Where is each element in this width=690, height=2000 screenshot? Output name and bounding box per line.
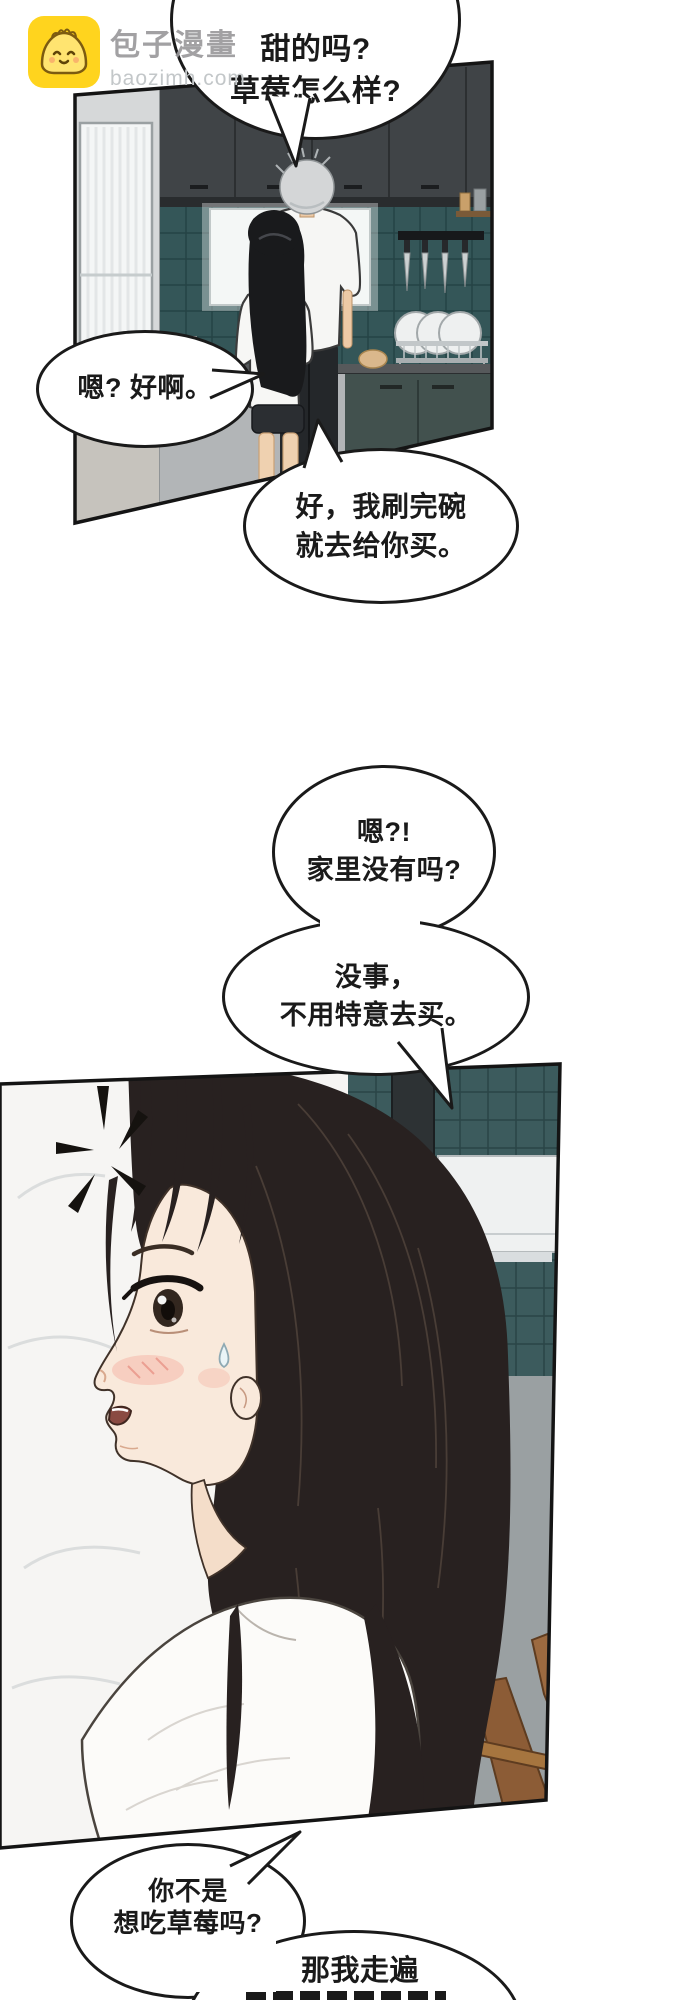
bubble-text-line: 甜的吗? — [260, 33, 371, 66]
bubble-text-line: 家里没有吗? — [306, 855, 462, 885]
face — [93, 1183, 262, 1487]
bubble-text-block: 你不是 想吃草莓吗? — [114, 1875, 263, 1940]
dish-rack — [394, 311, 488, 375]
speech-bubble-5: 没事， 不用特意去买。 — [222, 918, 530, 1076]
speech-bubble-2: 嗯? 好啊。 — [36, 330, 254, 448]
site-watermark: 包子漫畫 baozimh.com — [26, 14, 246, 91]
panel-closeup — [0, 1062, 562, 1850]
knife-rack — [398, 231, 484, 294]
closeup-scene — [0, 1064, 560, 1848]
pillow-bedding — [7, 1172, 141, 1690]
baozi-logo-icon — [28, 16, 100, 88]
bubble-text-line: 想吃草莓吗? — [113, 1908, 263, 1938]
bubble-text-line: 那我走遍 — [300, 1955, 419, 1987]
bubble-text-line: 你不是 — [148, 1875, 228, 1906]
watermark-brand: 包子漫畫 — [110, 29, 238, 62]
watermark-site: baozimh.com — [110, 67, 246, 90]
hair-bangs — [105, 1064, 254, 1352]
woman-figure — [234, 210, 314, 523]
sweat-drop — [218, 1341, 230, 1369]
blush — [112, 1355, 230, 1388]
speech-bubble-4: 嗯?! 家里没有吗? — [272, 765, 496, 939]
clipped-text-line — [246, 1991, 446, 2000]
neck — [190, 1478, 248, 1580]
bubble-text-line: 没事， — [334, 962, 418, 993]
bubble-text-line: 好，我刷完碗 — [295, 490, 467, 522]
bubble-text-line: 不用特意去买。 — [279, 1000, 473, 1030]
bubble-text-line: 嗯?! — [357, 817, 411, 848]
speech-bubble-3: 好，我刷完碗 就去给你买。 — [243, 448, 519, 604]
spice-shelf — [456, 188, 492, 217]
bubble-text-line: 草莓怎么样? — [229, 75, 402, 108]
bubble-text-line: 嗯? 好啊。 — [77, 373, 213, 404]
bubble-text-line: 就去给你买。 — [295, 530, 467, 561]
shock-mark — [56, 1086, 148, 1213]
eyebrow — [131, 1244, 195, 1257]
hair-strands — [226, 1604, 424, 1848]
eye — [122, 1275, 204, 1334]
shirt — [80, 1596, 421, 1848]
